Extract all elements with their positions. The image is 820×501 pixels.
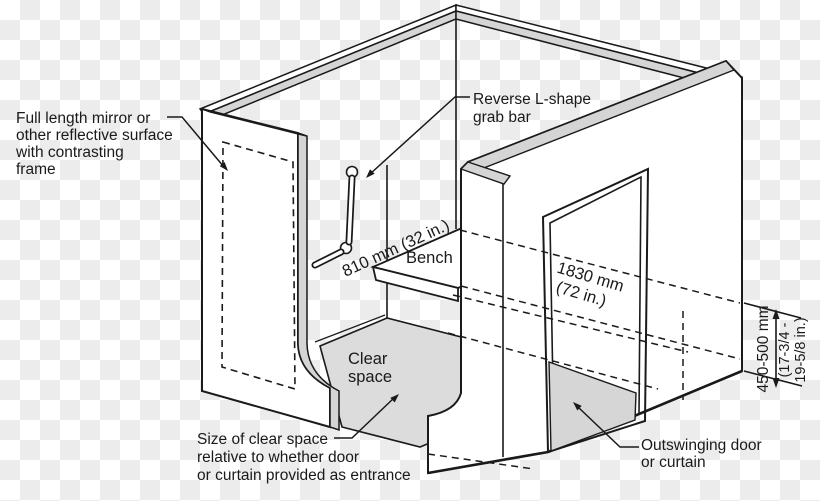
clear-space-note-line2: relative to whether door [197,449,359,466]
mirror-label-line1: Full length mirror or [16,110,150,127]
door-label-line2: or curtain [641,454,706,471]
floor-back-edge [314,314,386,343]
door-frame-outer [541,167,650,454]
bench-height-line3: 19-5/8 in.) [793,317,809,382]
mirror-label: Full length mirror or other reflective s… [15,110,173,178]
left-wall-top-band [202,9,457,121]
grab-bar-leader-line [369,96,470,175]
bench-height-line2: (17-3/4 - [777,322,793,377]
mirror-panel-face [201,107,331,429]
grab-bar-label-line2: grab bar [473,109,531,126]
clear-space-note-line1: Size of clear space [197,431,328,448]
door-opening [541,167,650,454]
front-right-wall-face [427,59,743,475]
stall-length-line-2 [452,294,689,353]
arrow-down-icon [772,378,780,388]
arrow-up-icon [772,309,780,319]
clear-space-label: Clear space [348,350,392,386]
mirror-label-line3: with contrasting [15,144,124,161]
clear-space-line1: Clear [348,350,388,368]
mirror-label-line2: other reflective surface [16,127,173,144]
clear-space-leader-line [334,396,396,439]
grab-bar-label: Reverse L-shape grab bar [473,91,591,126]
wall-post-top-cap [459,161,512,185]
bench-height-line1: 450-500 mm [755,305,772,392]
hidden-dimension-lines [427,229,741,470]
stall-length-line [460,285,741,360]
hidden-base-edge [427,453,535,470]
outswinging-door-label: Outswinging door or curtain [641,437,762,471]
clear-space-note-label: Size of clear space relative to whether … [197,431,411,484]
bench-label: Bench [406,249,453,267]
clear-space-note-line3: or curtain provided as entrance [197,467,411,484]
bench-height-top-line [459,229,741,304]
clear-space-arrowhead-icon [390,394,399,403]
mirror-panel-edge [297,131,340,432]
grab-bar-label-line1: Reverse L-shape [473,91,591,108]
outswinging-door-panel [548,360,637,452]
door-label-line1: Outswinging door [641,437,762,454]
mirror-wall-panel [201,107,340,432]
bench-height-dimension [743,302,803,388]
door-arrowhead-icon [573,402,582,411]
door-leader-line [577,406,639,448]
front-right-wall [427,59,743,475]
mirror-leader-line [167,116,225,168]
mirror-panel-top-cap [201,108,307,137]
clear-space-line2: space [348,368,392,386]
mirror-label-line4: frame [16,161,56,178]
bench-front-face [371,265,459,303]
grab-bar [311,165,359,269]
leader-lines [167,96,639,448]
wall-top-edges [198,3,743,121]
clear-space-floor [314,314,462,448]
hidden-floor-edge [447,332,659,390]
bench-height-dimension-text: 450-500 mm (17-3/4 - 19-5/8 in.) [755,305,809,392]
left-wall-top-face [198,3,457,115]
mirror-arrowhead-icon [219,162,228,171]
grab-bar-arrowhead-icon [366,169,375,178]
mirror-outline [221,140,296,391]
extension-line-top [743,302,802,319]
